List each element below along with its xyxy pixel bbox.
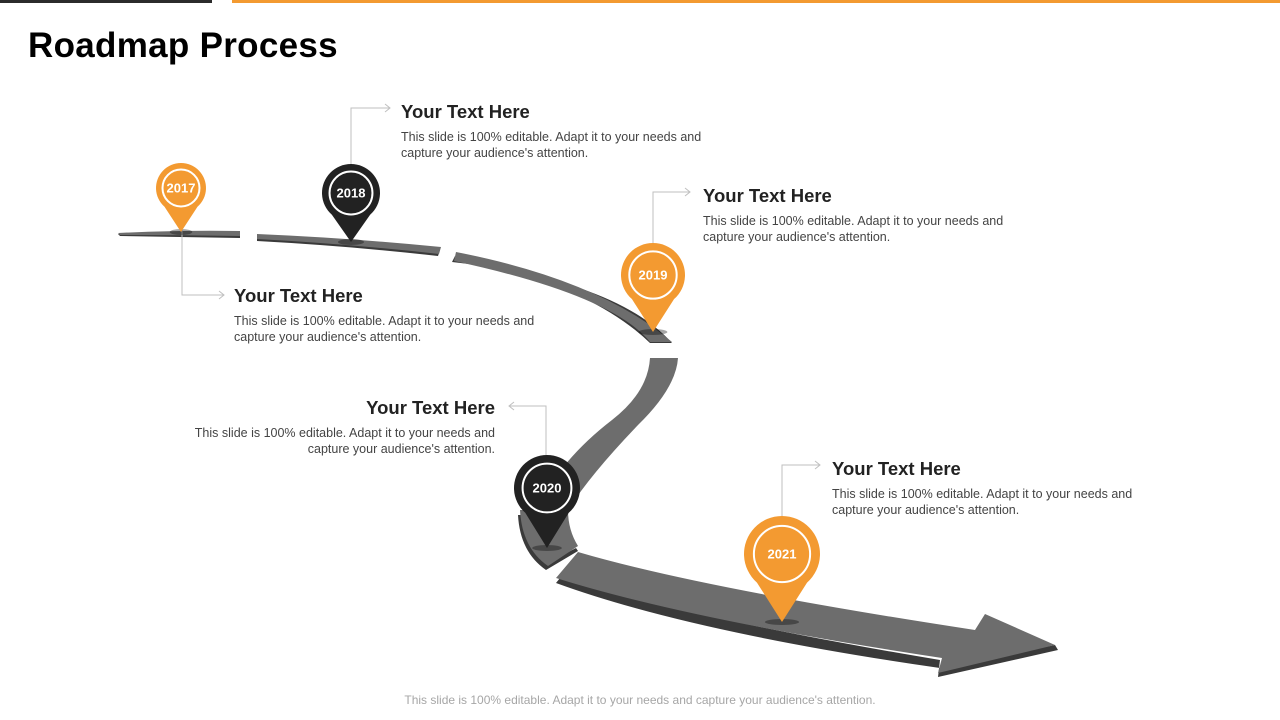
callout-2019: Your Text Here This slide is 100% editab… bbox=[703, 185, 1043, 245]
callout-2017: Your Text Here This slide is 100% editab… bbox=[234, 285, 574, 345]
top-bar-dark bbox=[0, 0, 212, 3]
pin-ring bbox=[752, 524, 812, 584]
map-pin-icon bbox=[514, 454, 580, 548]
pin-2019: 2019 bbox=[621, 242, 685, 335]
callout-2021: Your Text Here This slide is 100% editab… bbox=[832, 458, 1172, 518]
footer-note: This slide is 100% editable. Adapt it to… bbox=[404, 693, 876, 707]
callout-heading: Your Text Here bbox=[703, 185, 832, 206]
callout-text: This slide is 100% editable. Adapt it to… bbox=[832, 487, 1133, 517]
pin-2018: 2018 bbox=[322, 164, 380, 245]
callout-heading: Your Text Here bbox=[401, 101, 530, 122]
callout-2018: Your Text Here This slide is 100% editab… bbox=[401, 101, 741, 161]
callout-heading: Your Text Here bbox=[366, 397, 495, 418]
callout-text: This slide is 100% editable. Adapt it to… bbox=[401, 130, 702, 160]
pin-ring bbox=[161, 168, 201, 208]
pin-ring bbox=[328, 170, 374, 216]
callout-text: This slide is 100% editable. Adapt it to… bbox=[194, 426, 495, 456]
pin-year-label: 2018 bbox=[337, 186, 366, 201]
pin-2021: 2021 bbox=[744, 516, 820, 625]
pin-year-label: 2019 bbox=[639, 268, 668, 283]
pin-2017: 2017 bbox=[155, 162, 206, 235]
callout-text: This slide is 100% editable. Adapt it to… bbox=[703, 214, 1004, 244]
page-title: Roadmap Process bbox=[28, 26, 338, 65]
callout-heading: Your Text Here bbox=[234, 285, 363, 306]
map-pin-icon bbox=[155, 162, 206, 232]
pin-ring bbox=[628, 250, 678, 300]
pin-year-label: 2021 bbox=[768, 547, 797, 562]
callout-2020: Your Text Here This slide is 100% editab… bbox=[155, 397, 495, 457]
map-pin-icon bbox=[322, 164, 380, 242]
map-pin-icon bbox=[621, 242, 685, 332]
map-pin-icon bbox=[744, 516, 820, 622]
pin-2020: 2020 bbox=[514, 454, 580, 551]
callout-text: This slide is 100% editable. Adapt it to… bbox=[234, 314, 535, 344]
callout-heading: Your Text Here bbox=[832, 458, 961, 479]
connector-arrowheads bbox=[218, 103, 821, 470]
pin-ring bbox=[521, 462, 573, 514]
top-bar-accent bbox=[232, 0, 1280, 3]
pin-year-label: 2017 bbox=[167, 181, 196, 196]
pin-year-label: 2020 bbox=[533, 481, 562, 496]
connector-lines bbox=[181, 107, 820, 518]
